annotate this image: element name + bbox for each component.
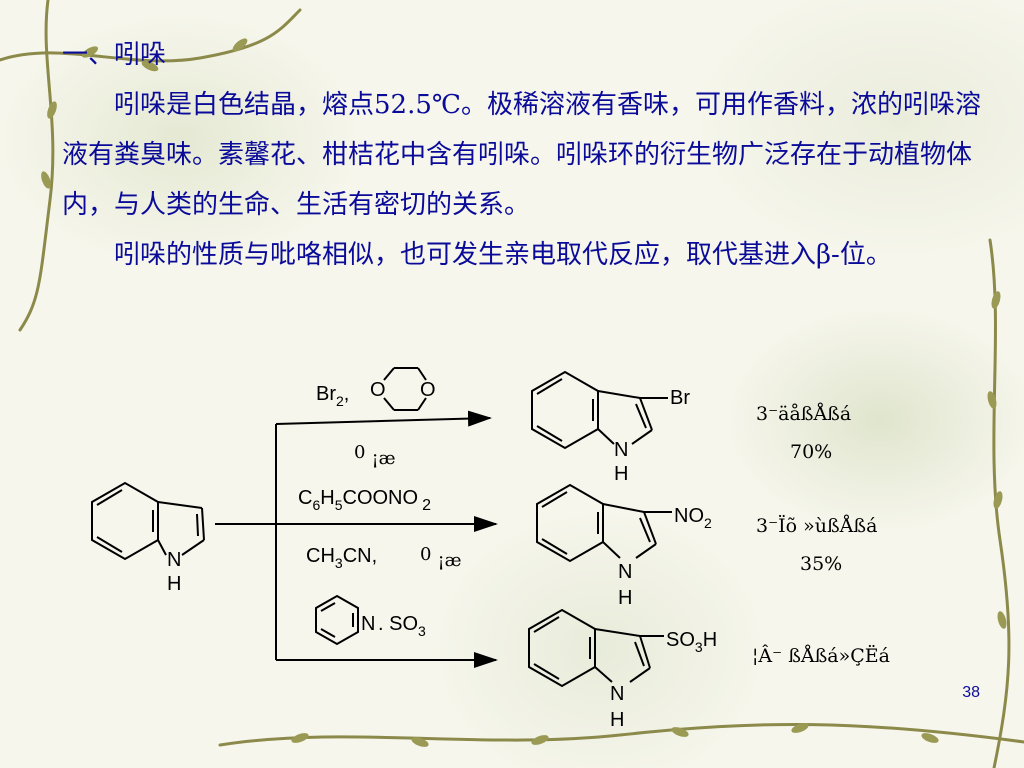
slide-heading: 一、吲哚: [62, 40, 167, 70]
dioxane-o-left: O: [370, 379, 386, 401]
product3-name: ¦Â⁻ ßÅßá»ÇËá: [752, 644, 890, 667]
dioxane-ring: [383, 367, 427, 411]
reagent-bromine: Br2,: [316, 383, 349, 409]
paragraph-indole-reactivity: 吲哚的性质与吡咯相似，也可发生亲电取代反应，取代基进入β-位。: [114, 240, 892, 270]
pyridine-ring: [315, 594, 359, 646]
paragraph-indole-properties: 吲哚是白色结晶，熔点52.5℃。极稀溶液有香味，可用作香料，浓的吲哚溶液有粪臭味…: [62, 90, 981, 220]
reactant-n-label: N: [167, 549, 181, 571]
product2-n-label: N: [618, 561, 632, 583]
product-indole-3-sulfonic-acid: [528, 608, 664, 688]
product2-name: 3⁻Ïõ »ùßÅßá: [756, 514, 877, 537]
product1-yield: 70%: [790, 441, 832, 463]
dioxane-o-right: O: [420, 379, 436, 401]
product1-br-label: Br: [670, 387, 690, 409]
reaction1-condition: 0¡æ: [354, 442, 396, 469]
product-3-nitroindole: [536, 483, 672, 563]
product3-n-label: N: [610, 683, 624, 705]
product3-h-label: H: [610, 709, 624, 731]
product1-name: 3⁻äåßÅßá: [756, 403, 851, 425]
reaction2-condition: 0¡æ: [420, 544, 462, 571]
solvent-acetonitrile: CH3CN,: [306, 545, 377, 571]
product3-so3h-label: SO3H: [666, 629, 717, 655]
product2-no2-label: NO2: [674, 505, 712, 531]
reagent-sulfur-trioxide: . SO3: [378, 613, 426, 639]
product1-h-label: H: [614, 463, 628, 485]
reaction-arrows: [215, 410, 498, 668]
pyridine-n-label: N: [361, 613, 375, 635]
reactant-h-label: H: [167, 573, 181, 595]
indole-reactant: [91, 481, 205, 561]
product-3-bromoindole: [531, 370, 668, 450]
page-number: 38: [962, 684, 980, 701]
product2-yield: 35%: [800, 553, 842, 575]
product1-n-label: N: [614, 439, 628, 461]
product2-h-label: H: [618, 587, 632, 609]
slide-text: 一、吲哚 吲哚是白色结晶，熔点52.5℃。极稀溶液有香味，可用作香料，浓的吲哚溶…: [62, 30, 982, 280]
